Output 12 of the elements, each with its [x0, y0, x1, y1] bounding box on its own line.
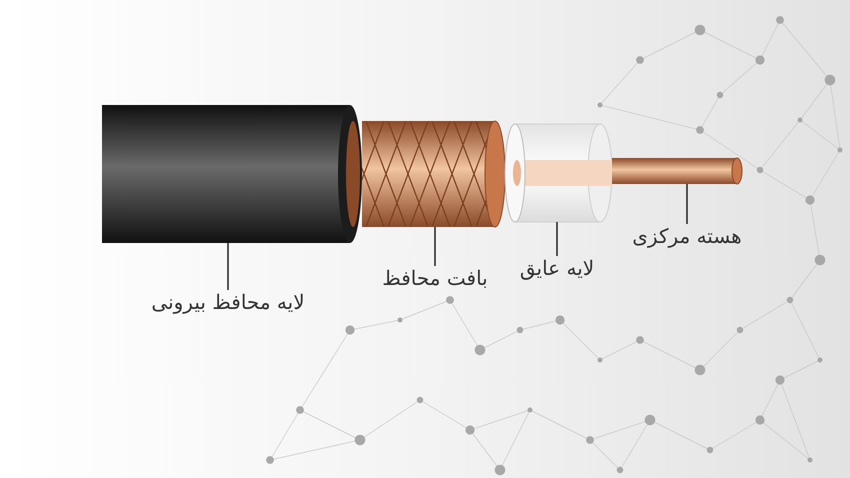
- part-label: لایه محافظ بیرونی: [149, 290, 307, 314]
- outer-jacket: [102, 105, 362, 243]
- leader-line: [686, 184, 688, 224]
- leader-line: [227, 243, 229, 290]
- part-label: بافت محافظ: [380, 266, 490, 290]
- copper-braid: [362, 121, 505, 227]
- insulation-layer: [505, 124, 612, 222]
- part-label: لایه عایق: [518, 256, 596, 280]
- leader-line: [556, 222, 558, 256]
- copper-core: [612, 158, 742, 184]
- leader-line: [434, 227, 436, 266]
- part-label: هسته مرکزی: [630, 224, 744, 248]
